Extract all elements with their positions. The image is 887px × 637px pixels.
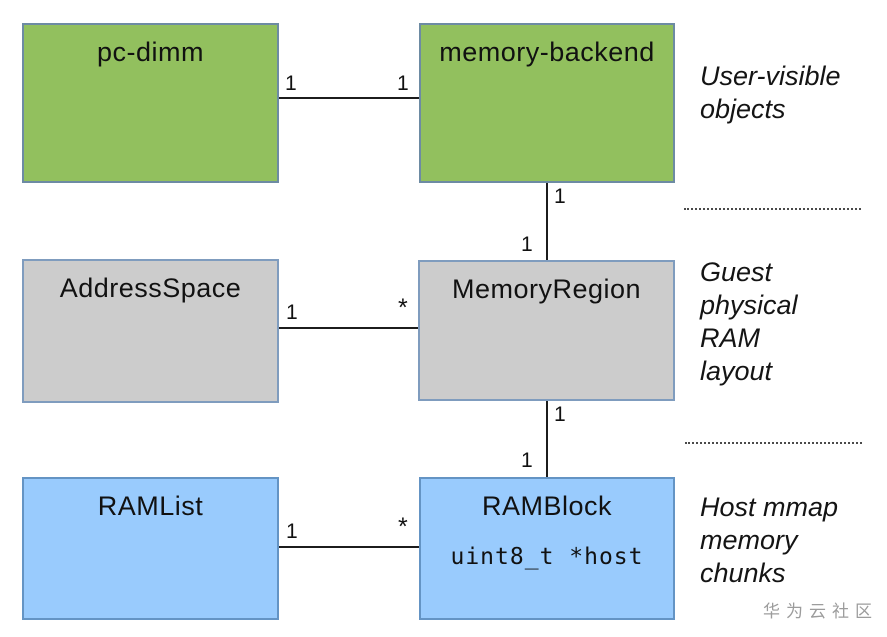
annotation-line: memory [700, 525, 798, 555]
section-separator [685, 442, 862, 444]
connector-memregion-ramblock [546, 401, 548, 477]
box-address-space-label: AddressSpace [59, 273, 242, 303]
annotation-guest-physical-ram-layout: Guest physical RAM layout [700, 256, 798, 388]
watermark-text: 华为云社区 [763, 602, 878, 621]
multiplicity-label: * [398, 513, 408, 541]
box-pc-dimm: pc-dimm [22, 23, 279, 183]
annotation-line: chunks [700, 558, 786, 588]
box-pc-dimm-label: pc-dimm [96, 37, 204, 67]
box-ram-block-label: RAMBlock [481, 491, 613, 521]
section-separator [684, 208, 861, 210]
connector-membackend-memregion [546, 183, 548, 260]
multiplicity-label: 1 [521, 233, 533, 256]
annotation-line: RAM [700, 323, 760, 353]
multiplicity-label: 1 [286, 520, 298, 543]
annotation-line: layout [700, 356, 773, 386]
annotation-line: physical [700, 290, 798, 320]
box-memory-backend-label: memory-backend [439, 37, 655, 67]
annotation-user-visible-objects: User-visible objects [700, 60, 841, 126]
multiplicity-label: 1 [285, 72, 297, 95]
box-ram-list: RAMList [22, 477, 279, 620]
box-ram-list-label: RAMList [97, 491, 204, 521]
annotation-line: User-visible [700, 61, 841, 91]
multiplicity-label: * [398, 294, 408, 322]
multiplicity-label: 1 [554, 403, 566, 426]
annotation-line: Host mmap [700, 492, 839, 522]
multiplicity-label: 1 [521, 449, 533, 472]
box-memory-region-label: MemoryRegion [451, 274, 642, 304]
annotation-line: objects [700, 94, 786, 124]
connector-addrspace-memregion [279, 327, 418, 329]
connector-pcdimm-membackend [279, 97, 419, 99]
connector-ramlist-ramblock [279, 546, 419, 548]
box-ram-block: RAMBlock uint8_t *host [419, 477, 675, 620]
box-ram-block-field: uint8_t *host [450, 544, 644, 570]
multiplicity-label: 1 [554, 185, 566, 208]
box-address-space: AddressSpace [22, 259, 279, 403]
box-memory-region: MemoryRegion [418, 260, 675, 401]
annotation-line: Guest [700, 257, 773, 287]
multiplicity-label: 1 [397, 72, 409, 95]
box-memory-backend: memory-backend [419, 23, 675, 183]
annotation-host-mmap-memory-chunks: Host mmap memory chunks [700, 491, 838, 590]
multiplicity-label: 1 [286, 301, 298, 324]
